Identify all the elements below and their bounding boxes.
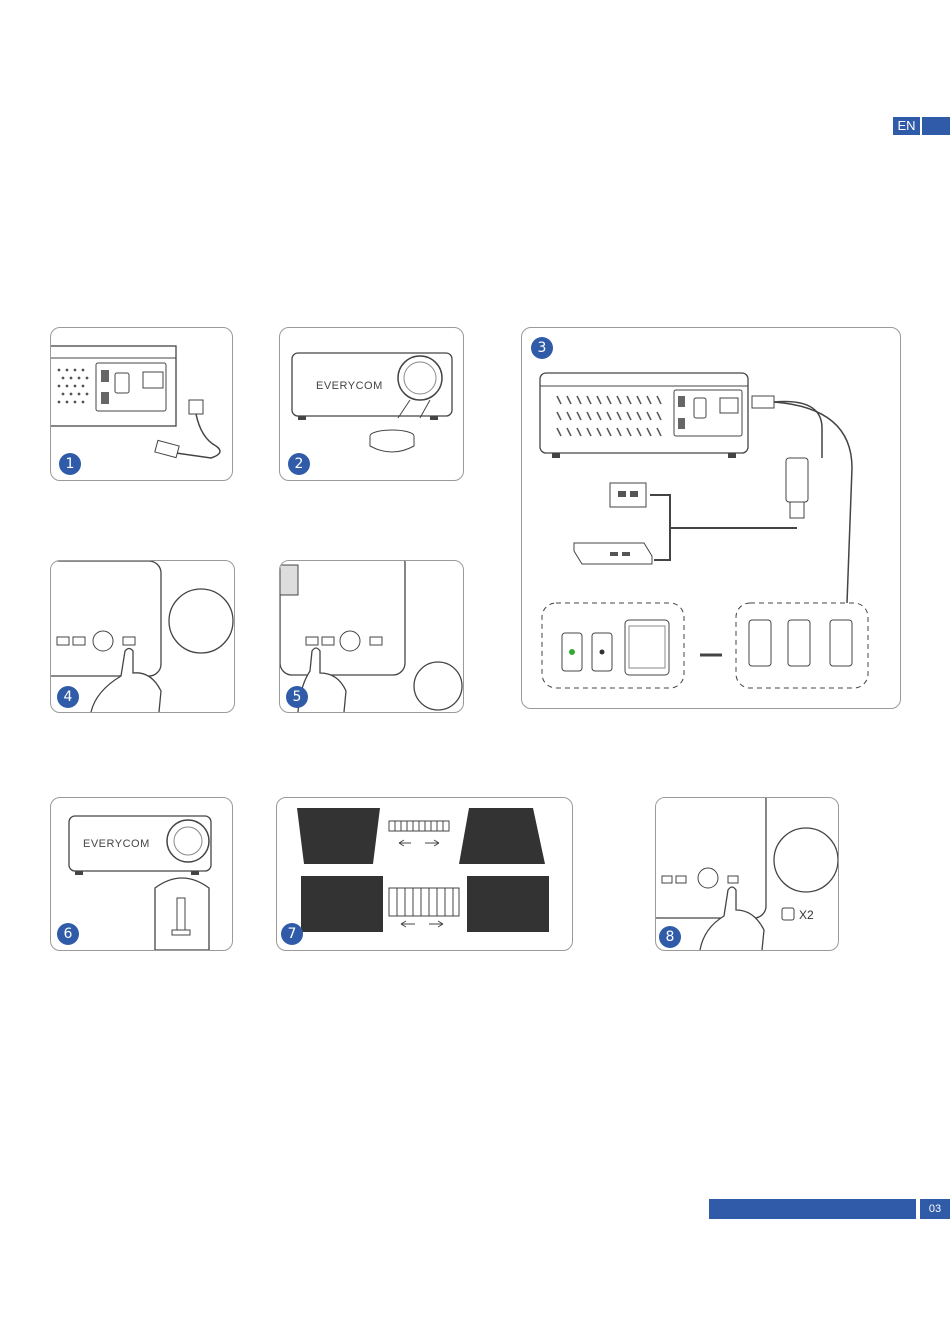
page-number: 03 [920,1199,950,1219]
step-number: 1 [59,453,81,475]
step-2-panel: EVERYCOM 2 [279,327,464,481]
remote-control-icon [280,561,463,712]
projector-focus-icon [51,798,232,950]
step-5-panel: 5 [279,560,464,713]
step-4-panel: 4 [50,560,235,713]
step-8-panel: X2 8 [655,797,839,951]
brand-logo: EVERYCOM [316,380,383,392]
power-bank-icon [574,543,652,564]
step-number: 5 [286,686,308,708]
step-6-panel: EVERYCOM 6 [50,797,233,951]
power-icon [782,908,794,920]
step-3-panel: 3 [521,327,901,709]
step-number: 8 [659,926,681,948]
step-1-panel: 1 [50,327,233,481]
step-number: 7 [281,923,303,945]
hand-icon [51,561,234,712]
step-number: 4 [57,686,79,708]
step-7-panel: 7 [276,797,573,951]
step-number: 6 [57,923,79,945]
language-tab: EN [893,117,920,135]
connection-diagram [522,328,900,708]
brand-logo: EVERYCOM [83,838,150,850]
language-bar [922,117,950,135]
hand-icon [656,798,838,950]
step-number: 3 [531,337,553,359]
step-number: 2 [288,453,310,475]
footer-bar [709,1199,916,1219]
keystone-arrows-icon [277,798,572,950]
press-count-label: X2 [799,908,814,922]
